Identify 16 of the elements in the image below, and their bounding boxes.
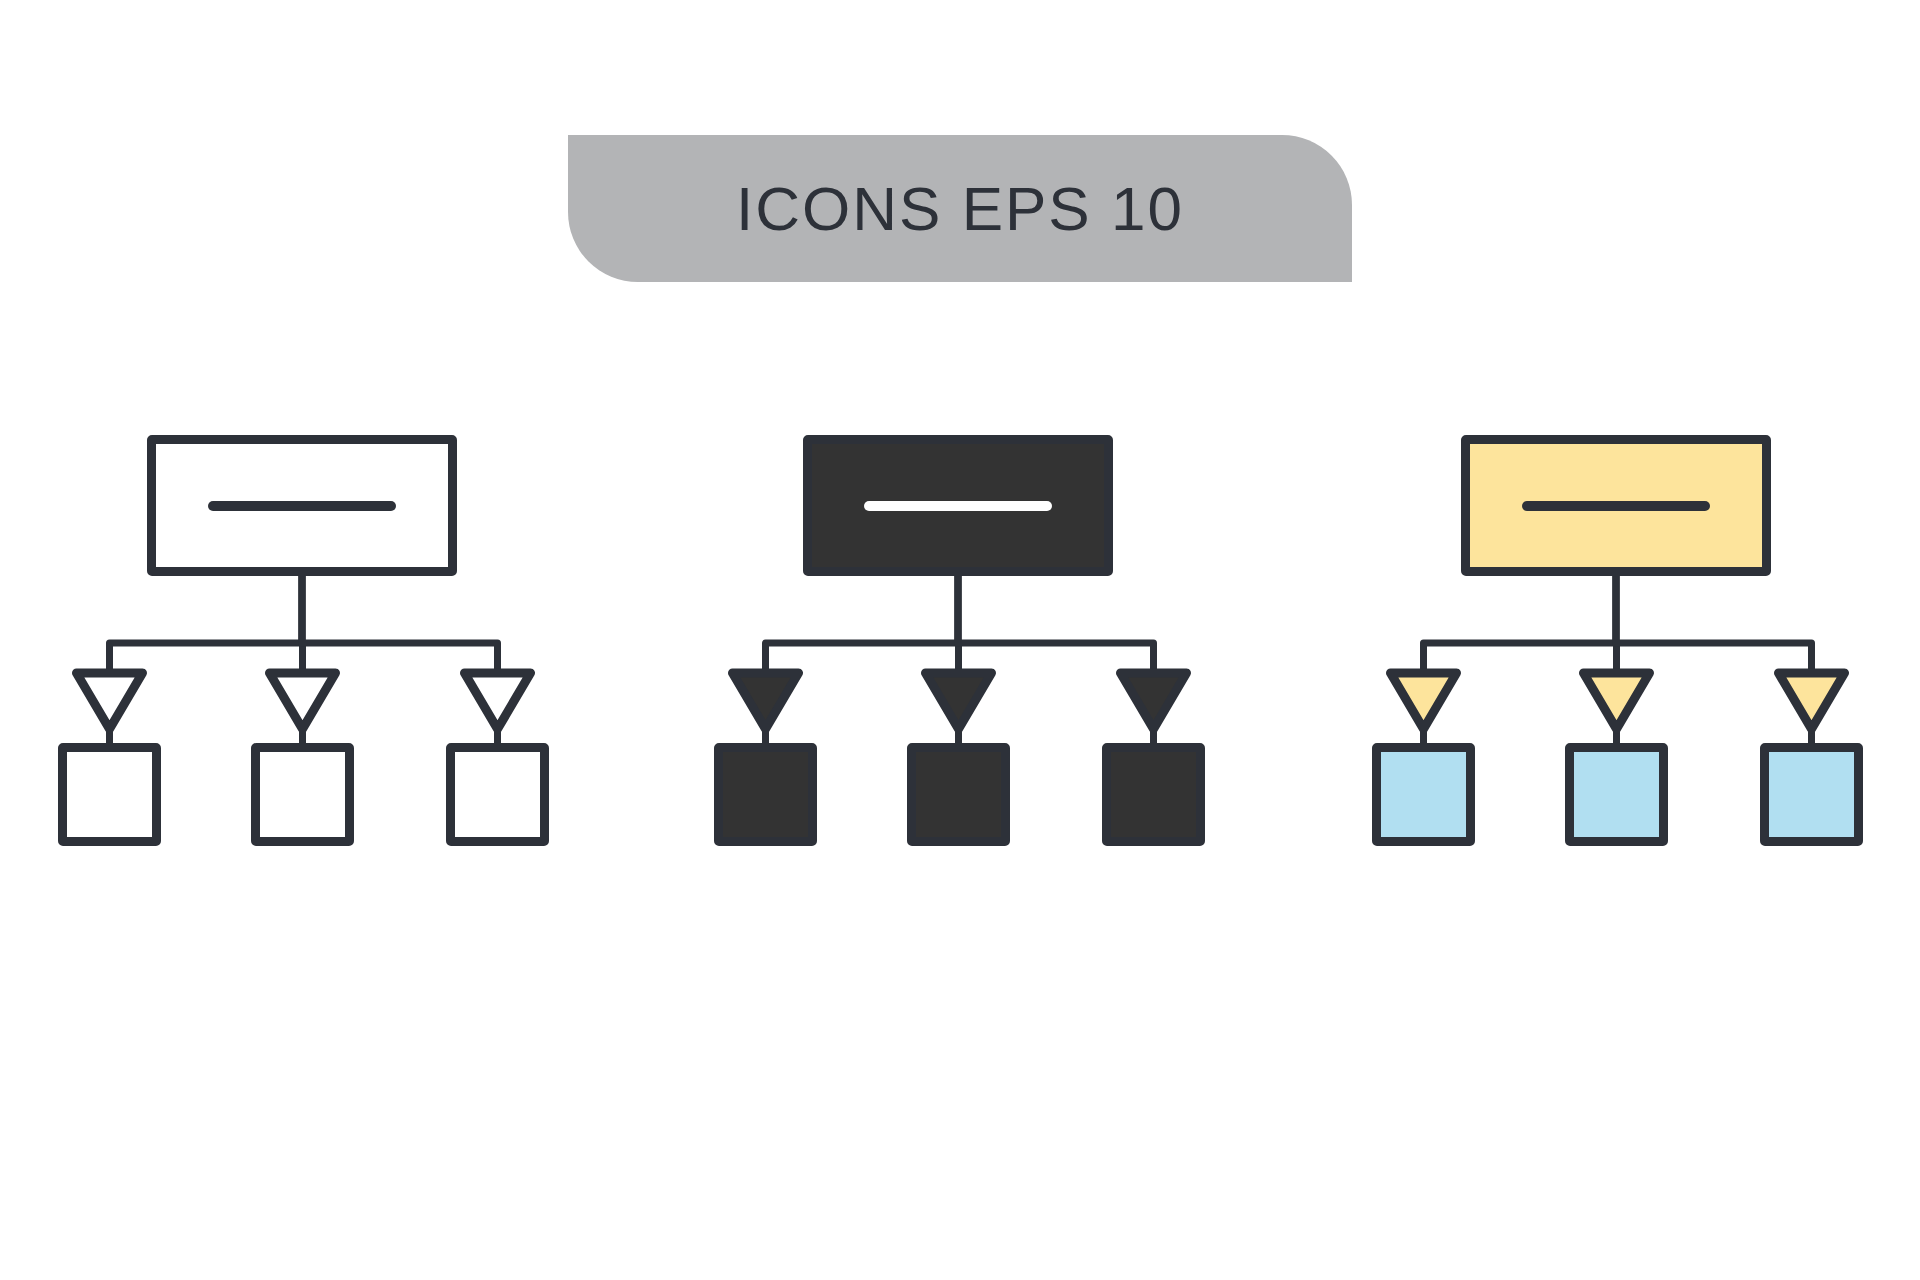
arrow	[298, 576, 535, 743]
title-text: ICONS EPS 10	[736, 173, 1184, 244]
child-box	[1372, 743, 1475, 846]
child-box	[1760, 743, 1863, 846]
parent-box	[803, 435, 1113, 576]
child-box	[58, 743, 161, 846]
parent-box	[1461, 435, 1771, 576]
child-box	[714, 743, 817, 846]
arrow	[954, 576, 1191, 743]
child-box	[1102, 743, 1205, 846]
parent-box	[147, 435, 457, 576]
arrow	[1612, 576, 1849, 743]
child-box	[251, 743, 354, 846]
child-box	[446, 743, 549, 846]
child-box	[907, 743, 1010, 846]
child-box	[1565, 743, 1668, 846]
